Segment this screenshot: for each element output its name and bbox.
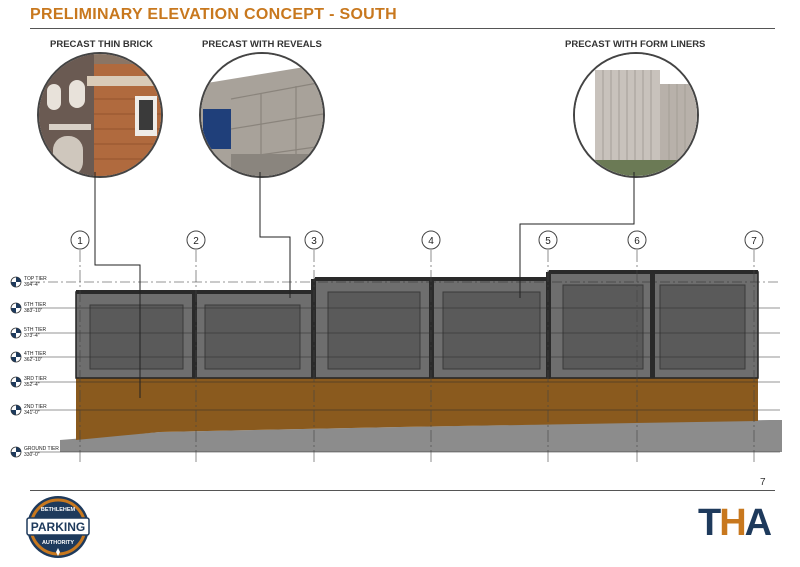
tier-name: GROUND TIER [24,446,59,452]
grid-number: 1 [77,236,83,247]
thin-brick-swatch [37,52,163,178]
parking-authority-logo: BETHLEHEM PARKING AUTHORITY [26,496,90,558]
grid-bubble-3 [304,230,324,250]
tier-elevation: 362'-10" [24,357,43,363]
logo-main-text: PARKING [31,520,85,534]
logo-letter-a: A [744,502,772,544]
page-title: PRELIMINARY ELEVATION CONCEPT - SOUTH [30,6,397,23]
leader-form-liners [519,172,635,298]
tier-name: TOP TIER [24,276,47,282]
leader-thin-brick [94,172,141,398]
grid-number: 4 [428,236,434,247]
tier-elevation: 394'-4" [24,282,40,288]
grid-number: 3 [311,236,317,247]
leader-reveals [259,172,291,298]
grid-number: 2 [193,236,199,247]
brick-base [76,378,758,440]
material-label-thin-brick: PRECAST THIN BRICK [50,39,153,50]
logo-letter-h: H [719,502,746,544]
tier-elevation: 383'-10" [24,308,43,314]
page-number: 7 [760,477,766,488]
grid-bubble-7 [744,230,764,250]
grid-bubble-4 [421,230,441,250]
form-liners-swatch [573,52,699,178]
grid-number: 7 [751,236,757,247]
material-label-form-liners: PRECAST WITH FORM LINERS [565,39,706,50]
title-divider [30,28,775,29]
grid-number: 6 [634,236,640,247]
tier-elevation: 341'-0" [24,410,40,416]
tier-name: 4TH TIER [24,351,47,357]
grid-lines [79,250,755,465]
tier-elevation: 352'-4" [24,382,40,388]
tier-name: 6TH TIER [24,302,47,308]
logo-bottom-text: AUTHORITY [42,540,74,546]
leader-lines [94,172,635,398]
logo-top-text: BETHLEHEM [41,507,76,513]
ground-slab [60,420,782,452]
recessed-panels [89,284,746,370]
tier-elevation: 330'-0" [24,452,40,458]
grid-bubble-2 [186,230,206,250]
tier-elevation: 373'-4" [24,333,40,339]
star-icon [56,548,60,556]
grid-bubble-6 [627,230,647,250]
tier-name: 3RD TIER [24,376,47,382]
tier-lines [30,281,780,453]
tier-name: 5TH TIER [24,327,47,333]
grid-number: 5 [545,236,551,247]
grid-bubbles: 1 2 3 4 5 6 7 [70,230,764,250]
grid-bubble-5 [538,230,558,250]
tha-logo: THA [698,502,772,545]
footer-divider [30,490,775,491]
tier-name: 2ND TIER [24,404,47,410]
grid-bubble-1 [70,230,90,250]
columns [192,272,655,378]
logo-letter-t: T [698,502,721,544]
material-label-reveals: PRECAST WITH REVEALS [202,39,322,50]
tier-markers: TOP TIER 394'-4" 6TH TIER 383'-10" 5TH T… [10,276,59,458]
